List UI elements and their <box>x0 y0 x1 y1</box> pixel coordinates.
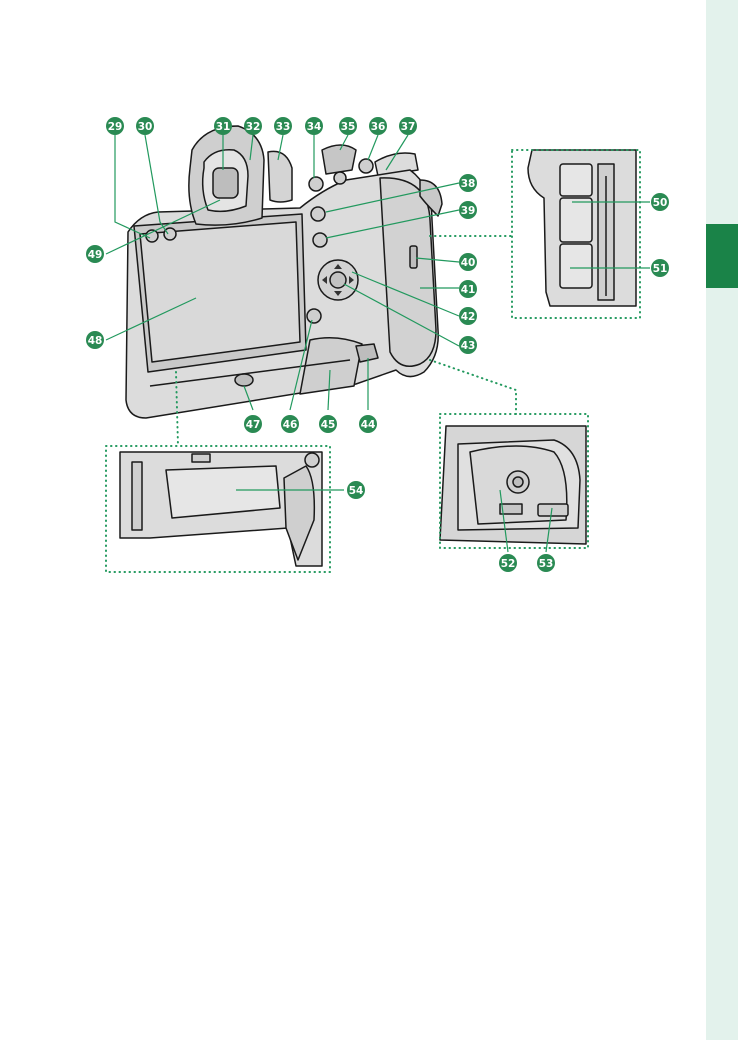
callout-29: 29 <box>106 117 124 135</box>
callout-53: 53 <box>537 554 555 572</box>
callout-45: 45 <box>319 415 337 433</box>
callout-36-number: 36 <box>371 121 386 133</box>
card-slot-2 <box>560 244 592 288</box>
callout-42: 42 <box>459 307 477 325</box>
callout-52-number: 52 <box>501 558 516 570</box>
callout-36: 36 <box>369 117 387 135</box>
battery-bottom-inset <box>120 452 322 566</box>
callout-51-number: 51 <box>653 263 668 275</box>
battery-latch <box>538 504 568 516</box>
callout-31-number: 31 <box>216 121 231 133</box>
callout-47-number: 47 <box>246 419 261 431</box>
callout-50-number: 50 <box>653 197 668 209</box>
callout-30-number: 30 <box>138 121 153 133</box>
camera-body <box>126 126 442 418</box>
callout-54-number: 54 <box>349 485 364 497</box>
callout-40: 40 <box>459 253 477 271</box>
callout-48: 48 <box>86 331 104 349</box>
callout-53-number: 53 <box>539 558 554 570</box>
callout-37-number: 37 <box>401 121 416 133</box>
callout-45-number: 45 <box>321 419 336 431</box>
callout-30: 30 <box>136 117 154 135</box>
callout-35: 35 <box>339 117 357 135</box>
callout-39-number: 39 <box>461 205 476 217</box>
battery-chamber-inset <box>440 426 586 544</box>
callout-38: 38 <box>459 174 477 192</box>
callout-49-number: 49 <box>88 249 103 261</box>
battery-chamber <box>166 466 280 518</box>
callout-33-number: 33 <box>276 121 291 133</box>
connector-cover <box>410 246 417 268</box>
callout-49: 49 <box>86 245 104 263</box>
callout-29-number: 29 <box>108 121 123 133</box>
connector-line-bottom <box>430 360 516 414</box>
button-38 <box>311 207 325 221</box>
callout-33: 33 <box>274 117 292 135</box>
callout-31: 31 <box>214 117 232 135</box>
callout-52: 52 <box>499 554 517 572</box>
command-dial <box>322 145 356 174</box>
callout-47: 47 <box>244 415 262 433</box>
callout-41-number: 41 <box>461 284 476 296</box>
callout-32: 32 <box>244 117 262 135</box>
callout-51: 51 <box>651 259 669 277</box>
card-slot-inset <box>528 150 636 306</box>
callout-34: 34 <box>305 117 323 135</box>
tripod-socket <box>235 374 253 386</box>
callout-41: 41 <box>459 280 477 298</box>
callout-48-number: 48 <box>88 335 103 347</box>
focus-lever <box>313 233 327 247</box>
callout-46-number: 46 <box>283 419 298 431</box>
lcd-monitor <box>140 222 300 362</box>
callout-35-number: 35 <box>341 121 356 133</box>
callout-38-number: 38 <box>461 178 476 190</box>
callout-46: 46 <box>281 415 299 433</box>
callout-44-number: 44 <box>361 419 376 431</box>
callout-40-number: 40 <box>461 257 476 269</box>
callout-42-number: 42 <box>461 311 476 323</box>
callout-34-number: 34 <box>307 121 322 133</box>
callout-37: 37 <box>399 117 417 135</box>
callout-39: 39 <box>459 201 477 219</box>
callout-32-number: 32 <box>246 121 261 133</box>
callout-44: 44 <box>359 415 377 433</box>
callout-43: 43 <box>459 336 477 354</box>
callout-43-number: 43 <box>461 340 476 352</box>
callout-54: 54 <box>347 481 365 499</box>
card-slot-1 <box>560 198 592 242</box>
callout-50: 50 <box>651 193 669 211</box>
